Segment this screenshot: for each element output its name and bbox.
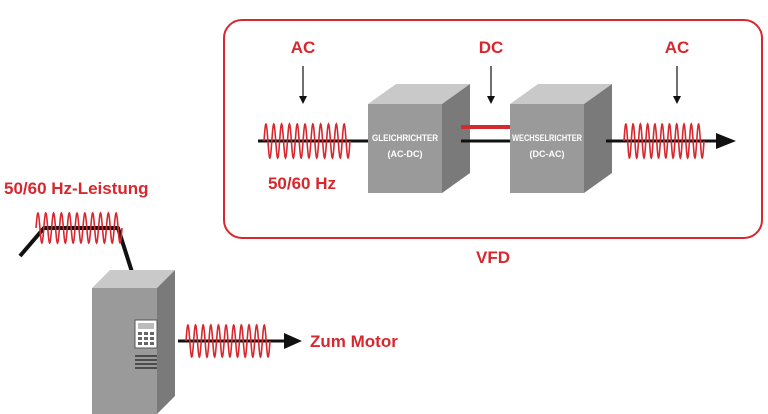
keypad-icon: [134, 319, 158, 349]
arrow-right-icon: [716, 133, 736, 149]
input-ac-label: AC: [291, 38, 316, 57]
vfd-frame: [223, 19, 763, 239]
inverter-label: WECHSELRICHTER: [512, 133, 582, 143]
rectifier-sub-label: (AC-DC): [388, 149, 423, 159]
power-cable: [18, 226, 134, 273]
arrow-down-icon: [487, 66, 495, 104]
power-label: 50/60 Hz-Leistung: [4, 179, 149, 198]
arrow-down-icon: [673, 66, 681, 104]
frequency-label: 50/60 Hz: [268, 174, 336, 193]
vent-grille-icon: [135, 355, 157, 369]
drive-cabinet-icon: [92, 270, 175, 414]
arrow-down-icon: [299, 66, 307, 104]
output-ac-label: AC: [665, 38, 690, 57]
inverter-sub-label: (DC-AC): [530, 149, 565, 159]
inverter-box: WECHSELRICHTER (DC-AC): [510, 84, 612, 193]
input-ac-waveform: [263, 122, 351, 160]
motor-label: Zum Motor: [310, 332, 398, 351]
power-ac-waveform: [35, 211, 123, 245]
rectifier-label: GLEICHRICHTER: [372, 133, 438, 143]
dc-label: DC: [479, 38, 504, 57]
motor-ac-waveform: [185, 323, 271, 359]
output-ac-waveform: [623, 122, 705, 160]
rectifier-box: GLEICHRICHTER (AC-DC): [368, 84, 470, 193]
arrow-right-icon: [284, 333, 302, 349]
vfd-label: VFD: [476, 248, 510, 267]
